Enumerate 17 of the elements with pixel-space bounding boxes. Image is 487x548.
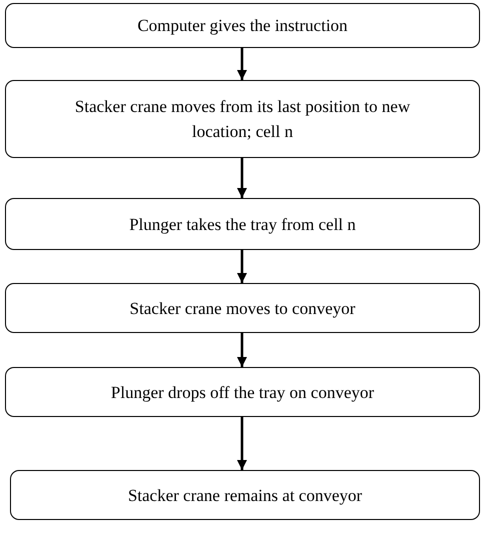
arrow <box>237 158 247 198</box>
process-box <box>10 470 480 520</box>
step-text: Plunger drops off the tray on conveyor <box>110 382 374 404</box>
arrow <box>237 417 247 470</box>
process-box <box>5 80 480 158</box>
process-box <box>5 3 480 48</box>
step-text: Plunger takes the tray from cell n <box>129 214 356 236</box>
step-text: Stacker crane remains at conveyor <box>128 484 362 507</box>
step-text: Stacker crane moves from its last position to new location; cell n <box>74 96 412 143</box>
process-box <box>5 198 480 250</box>
step-text: Computer gives the instruction <box>137 15 348 37</box>
process-box <box>5 283 480 333</box>
arrow <box>237 333 247 367</box>
step-text: Stacker crane moves to conveyor <box>130 298 356 320</box>
process-box <box>5 367 480 417</box>
arrow <box>237 250 247 283</box>
arrow <box>237 48 247 80</box>
